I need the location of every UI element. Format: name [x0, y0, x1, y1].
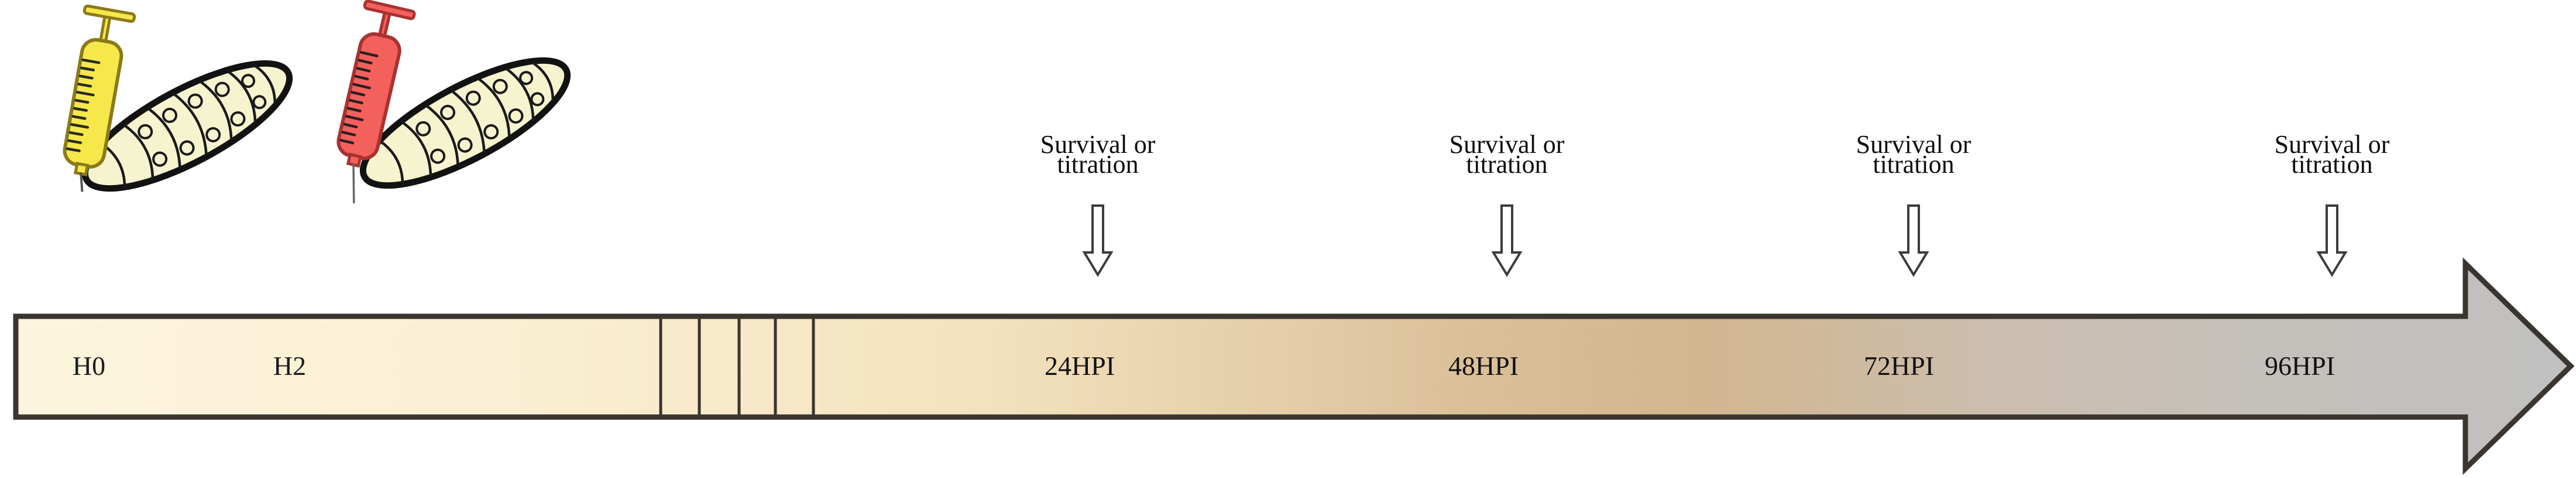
red-syringe-larva-illustration [287, 0, 614, 252]
timeline-arrow-shape [13, 257, 2575, 475]
callout-text-72hpi: Survival or titration [1791, 132, 2036, 179]
callout-48hpi: Survival or titration [1384, 132, 1630, 277]
galleria-larva [81, 60, 293, 192]
callout-text-48hpi: Survival or titration [1384, 132, 1630, 179]
hpi-label-24: 24HPI [1044, 351, 1115, 381]
callout-text-24hpi: Survival or titration [975, 132, 1221, 179]
hpi-label-48: 48HPI [1448, 351, 1519, 381]
callout-96hpi: Survival or titration [2209, 132, 2455, 277]
callout-24hpi: Survival or titration [975, 132, 1221, 277]
timeline-arrow-bar [11, 252, 2576, 478]
callout-line2: titration [2291, 150, 2373, 179]
galleria-larva [359, 57, 571, 189]
phase-label-h0: H0 [72, 351, 106, 381]
callout-line1: Survival or [1040, 130, 1156, 159]
callout-line1: Survival or [2274, 130, 2390, 159]
red-syringe [336, 0, 416, 204]
callout-line1: Survival or [1856, 130, 1972, 159]
yellow-syringe [63, 4, 136, 192]
callout-line2: titration [1466, 150, 1548, 179]
callout-line1: Survival or [1449, 130, 1565, 159]
down-arrow-icon [1490, 203, 1523, 277]
callout-text-96hpi: Survival or titration [2209, 132, 2455, 179]
down-arrow-icon [1081, 203, 1114, 277]
timeline-dividers [659, 317, 815, 416]
yellow-syringe-larva-illustration [12, 0, 339, 252]
callout-line2: titration [1057, 150, 1139, 179]
callout-72hpi: Survival or titration [1791, 132, 2036, 277]
phase-label-h2: H2 [273, 351, 307, 381]
down-arrow-icon [2316, 203, 2348, 277]
hpi-label-72: 72HPI [1863, 351, 1935, 381]
callout-line2: titration [1873, 150, 1955, 179]
hpi-label-96: 96HPI [2264, 351, 2335, 381]
down-arrow-icon [1897, 203, 1930, 277]
